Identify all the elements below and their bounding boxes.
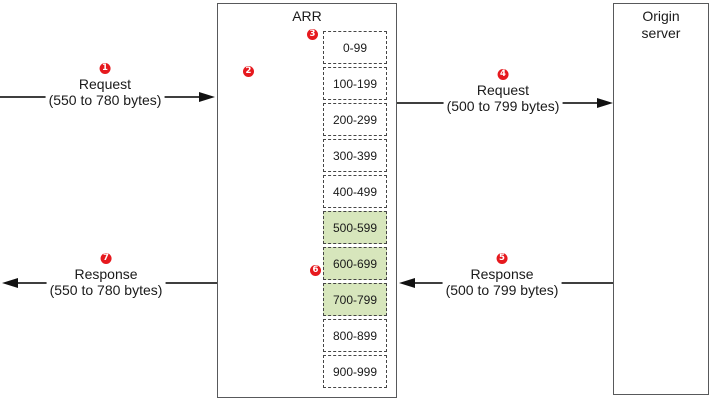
response-in-arrowhead-icon xyxy=(399,278,415,288)
segment-cell-0-99: 0-99 xyxy=(323,31,387,64)
arr-box-title: ARR xyxy=(292,8,322,24)
segment-cell-800-899: 800-899 xyxy=(323,319,387,352)
segment-cell-200-299: 200-299 xyxy=(323,103,387,136)
segment-cell-700-799: 700-799 xyxy=(323,283,387,316)
step-4-marker: 4 xyxy=(497,69,509,80)
request-out-title: Request xyxy=(476,82,530,98)
response-out-detail: (550 to 780 bytes) xyxy=(49,282,163,298)
response-in-detail: (500 to 799 bytes) xyxy=(445,282,559,298)
request-in-title: Request xyxy=(78,76,132,92)
segment-cell-300-399: 300-399 xyxy=(323,139,387,172)
response-out-arrowhead-icon xyxy=(2,278,18,288)
response-in-label: 5 Response (500 to 799 bytes) xyxy=(442,253,562,298)
step-6-marker: 6 xyxy=(310,265,321,276)
segment-cell-100-199: 100-199 xyxy=(323,67,387,100)
step-7-marker: 7 xyxy=(100,253,112,264)
segment-cell-500-599: 500-599 xyxy=(323,211,387,244)
origin-title-line1: Origin xyxy=(642,8,680,24)
segment-cell-400-499: 400-499 xyxy=(323,175,387,208)
origin-server-title: Origin server xyxy=(614,4,708,42)
origin-title-line2: server xyxy=(641,25,681,41)
response-out-title: Response xyxy=(74,266,138,282)
request-out-label: 4 Request (500 to 799 bytes) xyxy=(443,69,563,114)
request-out-arrowhead-icon xyxy=(597,98,613,108)
step-2-marker: 2 xyxy=(243,66,254,77)
step-5-marker: 5 xyxy=(496,253,508,264)
step-3-marker: 3 xyxy=(307,29,318,40)
request-in-arrowhead-icon xyxy=(199,92,215,102)
request-in-label: 1 Request (550 to 780 bytes) xyxy=(45,63,165,108)
response-in-title: Response xyxy=(470,266,534,282)
request-in-detail: (550 to 780 bytes) xyxy=(48,92,162,108)
origin-server-box: Origin server xyxy=(613,3,709,395)
segment-cell-900-999: 900-999 xyxy=(323,355,387,388)
response-out-label: 7 Response (550 to 780 bytes) xyxy=(46,253,166,298)
request-out-detail: (500 to 799 bytes) xyxy=(446,98,560,114)
segment-cell-600-699: 600-699 xyxy=(323,247,387,280)
step-1-marker: 1 xyxy=(99,63,111,74)
